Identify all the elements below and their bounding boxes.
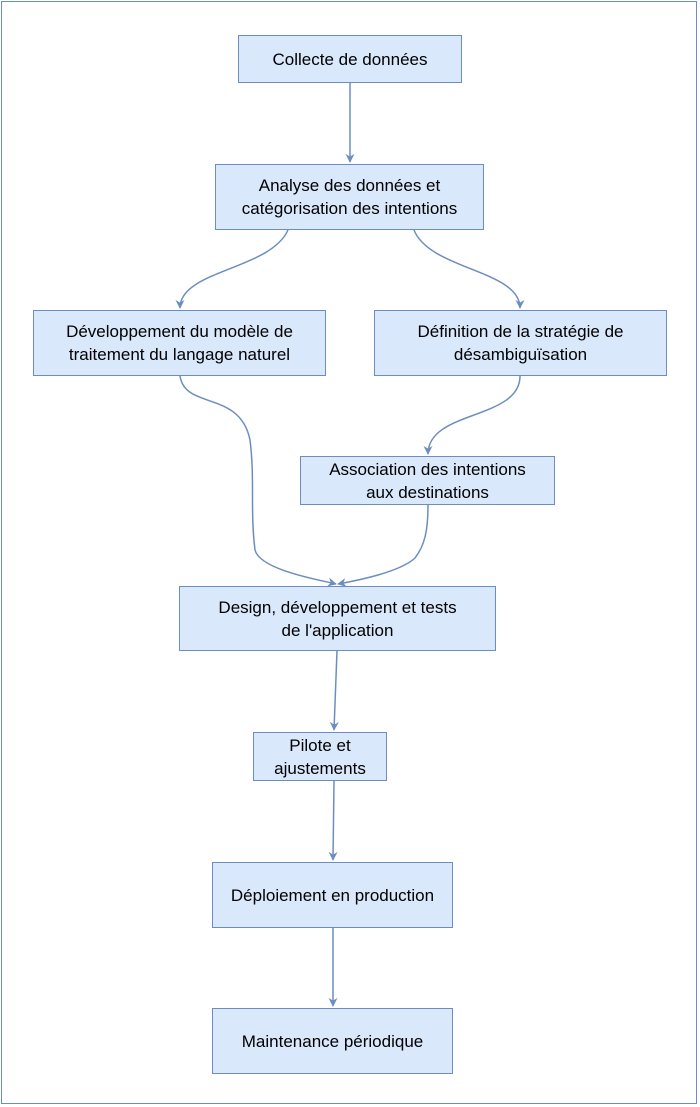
edge-n4-n5: [423, 375, 521, 455]
node-label-line-2: désambiguïsation: [453, 345, 588, 364]
node-label: Collecte de données: [272, 49, 428, 69]
node-label-line-1: Pilote et: [289, 735, 351, 755]
edge-n2-n3: [175, 229, 289, 309]
edge-n3-n6: [179, 375, 337, 587]
node-label: Maintenance périodique: [241, 1031, 424, 1051]
node-maintenance-periodique: Maintenance périodique: [212, 1008, 453, 1074]
node-label-line-1: Design, développement et tests: [218, 597, 457, 617]
edge-n7-n8: [328, 780, 338, 861]
node-label-line-1: Analyse des données et: [258, 176, 441, 195]
node-label-line-1: Développement du modèle de: [66, 322, 293, 341]
node-design-application: Design, développement et tests de l'appl…: [179, 586, 496, 651]
node-label-line-2: de l'application: [281, 620, 394, 640]
edge-n6-n7: [329, 650, 339, 731]
node-label-line-2: traitement du langage naturel: [68, 345, 291, 364]
node-label-line-2: catégorisation des intentions: [241, 199, 458, 218]
node-collecte-donnees: Collecte de données: [238, 35, 462, 83]
node-deploiement-production: Déploiement en production: [212, 862, 453, 928]
node-pilote-ajustements: Pilote et ajustements: [253, 732, 387, 781]
node-label: Déploiement en production: [230, 885, 435, 905]
node-analyse-donnees: Analyse des données et catégorisation de…: [215, 164, 484, 230]
node-label-line-2: ajustements: [274, 758, 366, 778]
node-definition-strategie: Définition de la stratégie de désambiguï…: [374, 310, 667, 376]
node-developpement-modele: Développement du modèle de traitement du…: [33, 310, 326, 376]
edge-n2-n4: [413, 229, 525, 309]
node-label-line-1: Définition de la stratégie de: [417, 322, 624, 341]
node-association-intentions: Association des intentions aux destinati…: [300, 456, 555, 505]
node-label-line-2: aux destinations: [366, 482, 489, 502]
edge-n5-n6: [337, 504, 429, 587]
node-label-line-1: Association des intentions: [329, 459, 526, 479]
